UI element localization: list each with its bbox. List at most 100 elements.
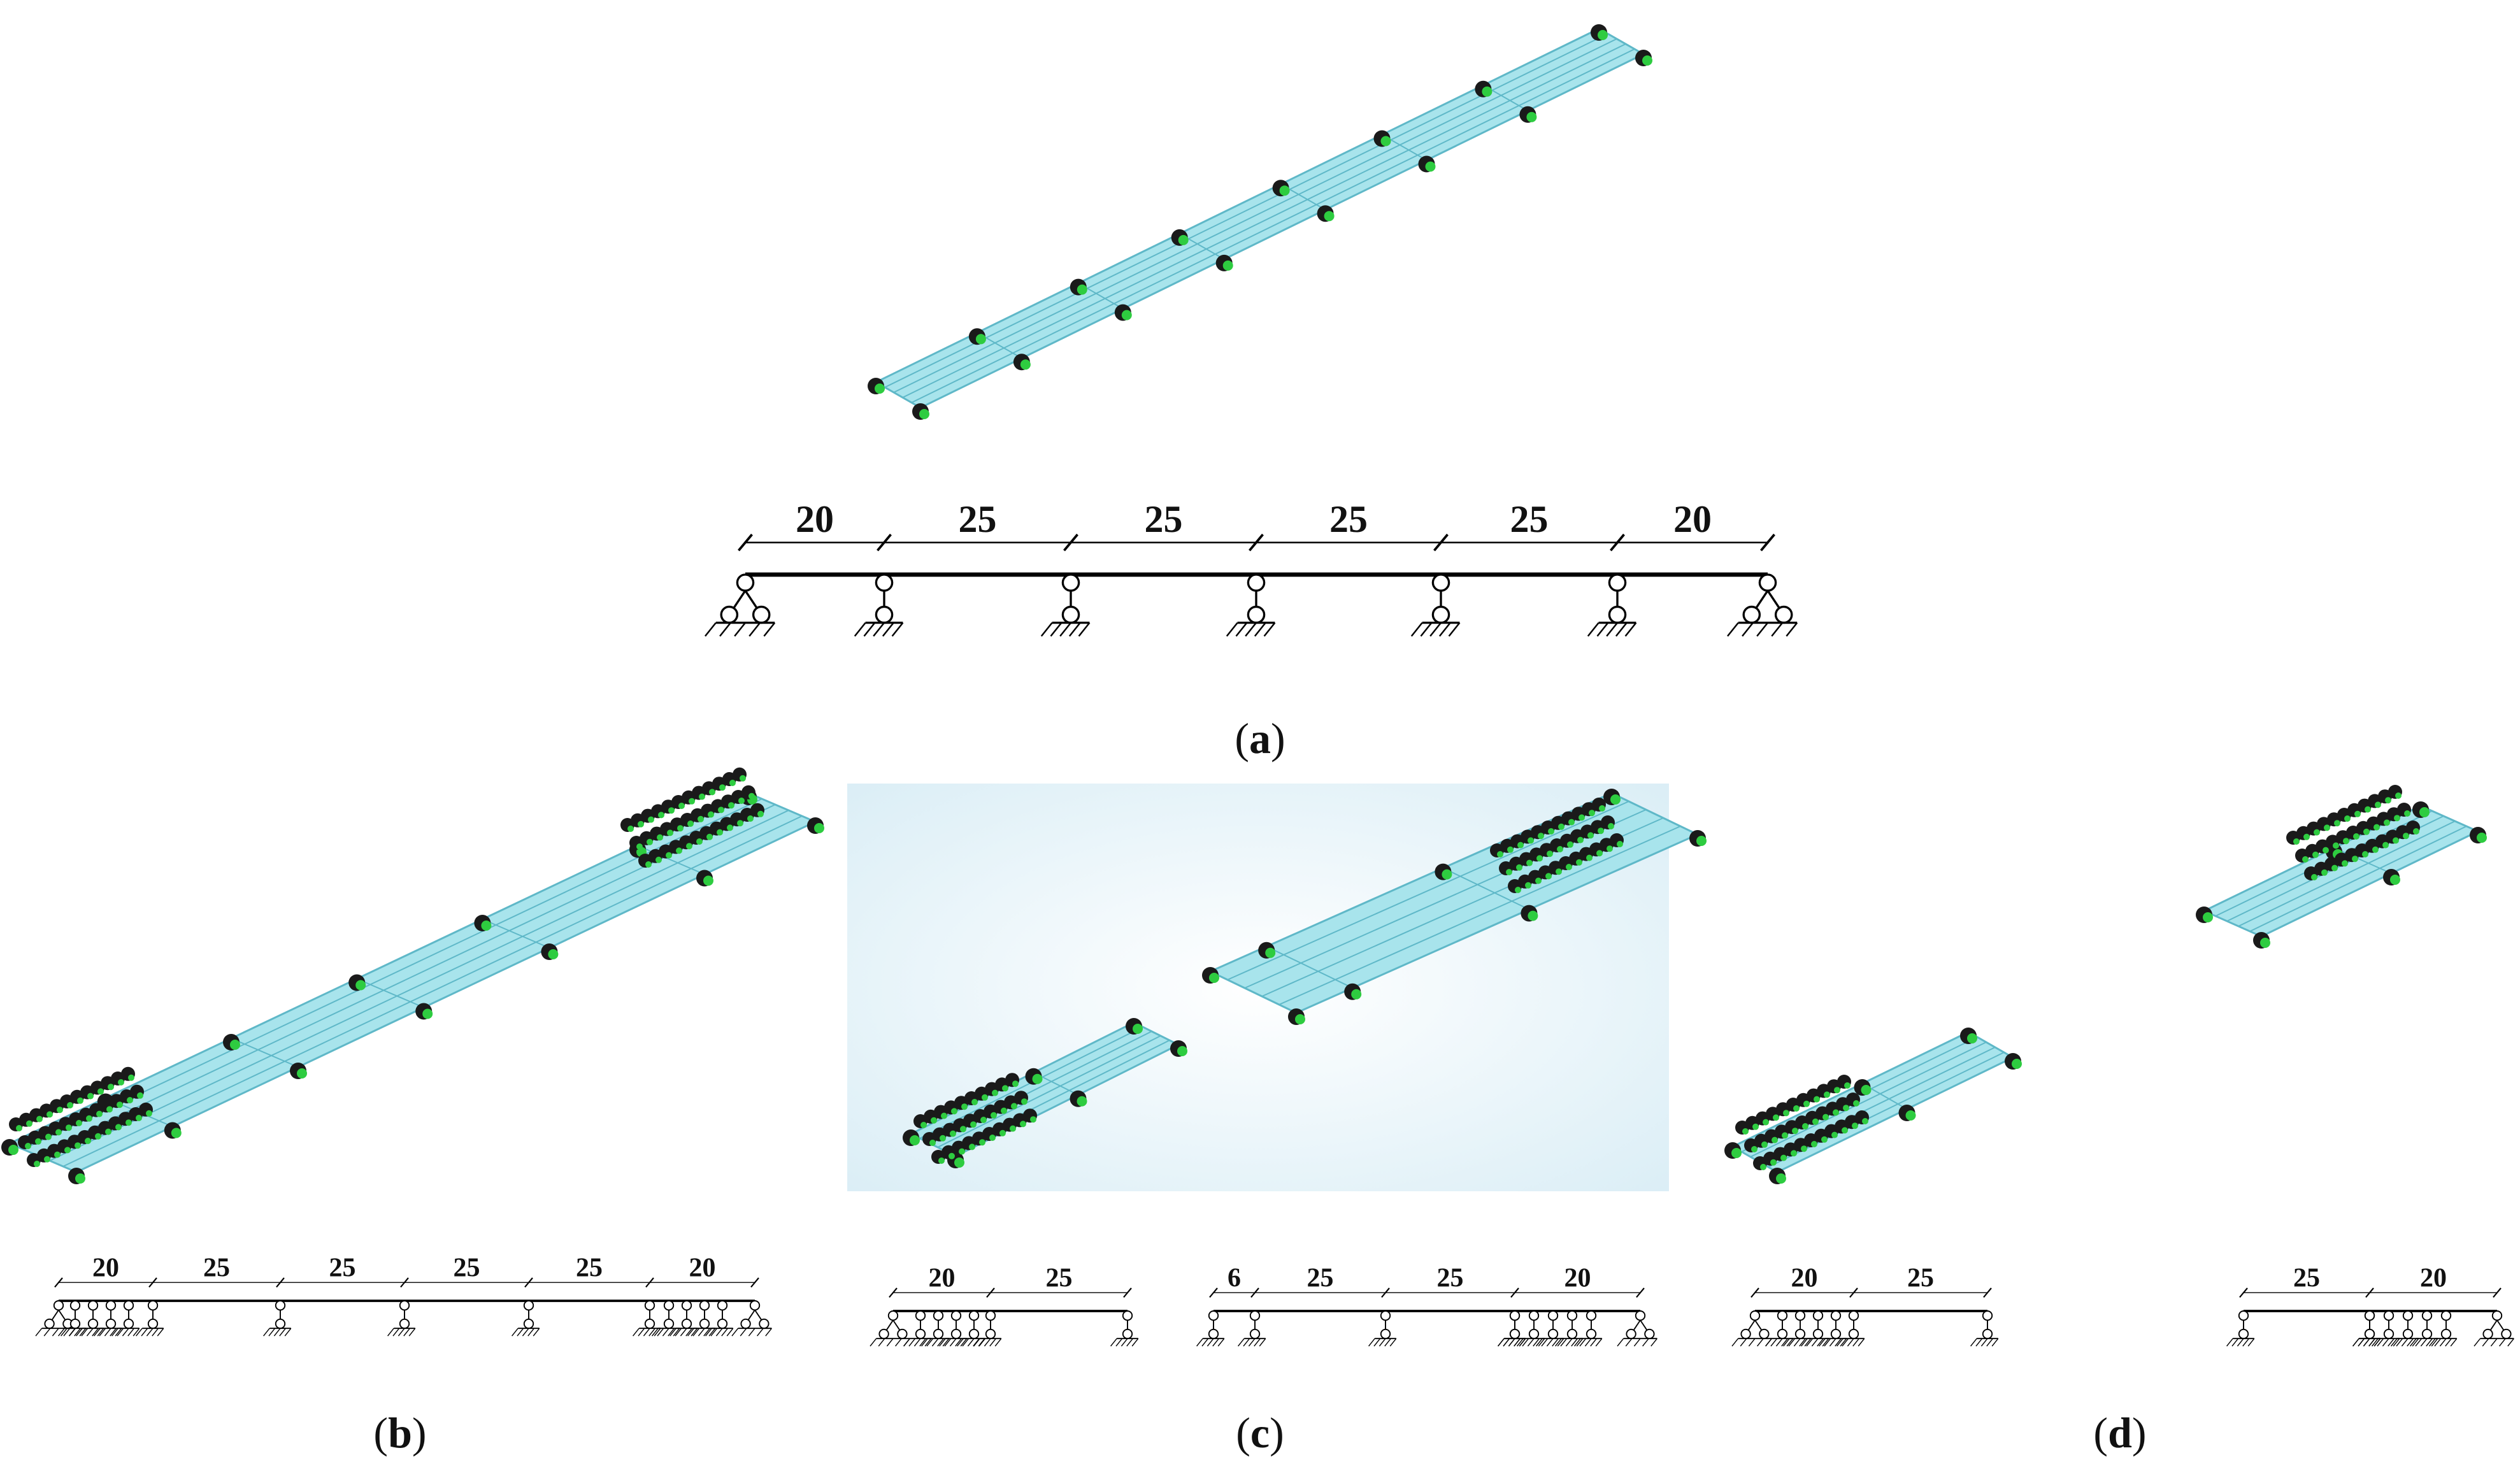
- ground-hatch: [63, 1328, 71, 1336]
- model-d-left-bearings-bearing-marker: [1763, 1119, 1769, 1126]
- model-d-left-bearings-bearing-marker: [1751, 1146, 1758, 1152]
- support-roller: [1774, 605, 1793, 624]
- model-d-right-bearings-bearing-marker: [2394, 815, 2400, 822]
- model-b-right-bearings-bearing-marker: [728, 802, 734, 809]
- dimension-tick: [1381, 1287, 1390, 1298]
- ground-hatch: [146, 1328, 154, 1336]
- model-d-right-bearings-bearing-marker: [2303, 833, 2310, 840]
- support-top-hinge: [887, 1310, 899, 1321]
- model-b-right-bearings-bearing-marker: [676, 847, 682, 854]
- diagram-c-right-roller-support: [1586, 1310, 1597, 1340]
- model-c-right-bearings-bearing-marker: [1608, 823, 1614, 829]
- ground-hatch: [387, 1328, 394, 1336]
- model-d-left-bearings-bearing-marker: [1833, 1109, 1839, 1116]
- model-d-left-bearings-bearing-marker: [1803, 1100, 1810, 1107]
- model-c-right-girder-line: [1227, 801, 1629, 980]
- diagram-c-right-roller-support: [1249, 1310, 1261, 1340]
- model-b-left-bearings-bearing-marker: [66, 1124, 72, 1131]
- diagram-a-roller-support: [875, 573, 894, 624]
- ground-hatch: [1536, 1338, 1543, 1347]
- ground-hatch: [1975, 1338, 1983, 1347]
- support-bottom-hinge: [1830, 1328, 1842, 1340]
- model-d-left-bearings-bearing-marker: [1831, 1131, 1838, 1138]
- support-bottom-hinge: [1547, 1328, 1559, 1340]
- model-d-right-bearings-bearing-marker: [2365, 806, 2371, 813]
- support-top-hinge: [1547, 1310, 1559, 1321]
- ground-hatch: [1842, 1338, 1849, 1347]
- ground-hatch: [1040, 622, 1053, 637]
- ground-hatch: [1731, 1338, 1739, 1347]
- support-top-hinge: [2491, 1310, 2503, 1321]
- model-d-left-bearings-bearing-marker: [1862, 1118, 1868, 1124]
- model-d-left-bearings-bearing-marker: [1842, 1127, 1848, 1134]
- ground-hatch: [715, 1328, 723, 1336]
- model-b-right-bearings-bearing-marker: [708, 811, 714, 818]
- support-bottom-hinge: [399, 1318, 410, 1329]
- ground-hatch: [76, 1328, 83, 1336]
- model-a-girder-line: [893, 38, 1617, 393]
- ground-hatch: [157, 1328, 164, 1336]
- model-d-left-bearings-bearing-marker: [1843, 1105, 1849, 1112]
- model-a-deck: [873, 27, 1646, 409]
- ground-hatch: [2401, 1338, 2409, 1347]
- ground-hatch: [1742, 622, 1754, 637]
- support-top-hinge: [1122, 1310, 1133, 1321]
- ground-hatch: [403, 1328, 410, 1336]
- ground-hatch: [685, 1328, 692, 1336]
- ground-hatch: [1840, 1338, 1847, 1347]
- model-c-right-bearing-marker: [1528, 910, 1538, 921]
- model-a: [868, 24, 1652, 420]
- ground-hatch: [2373, 1338, 2381, 1347]
- ground-hatch: [669, 1328, 677, 1336]
- support-top-hinge: [1380, 1310, 1391, 1321]
- model-c-left-bearings-bearing-marker: [999, 1129, 1006, 1136]
- diagram-a-roller-support: [1431, 573, 1450, 624]
- support-top-hinge: [915, 1310, 926, 1321]
- model-c-right-bearings-bearing-marker: [1515, 887, 1521, 893]
- ground-hatch: [1650, 1338, 1657, 1347]
- model-d-right-bearings-bearing-marker: [2344, 815, 2351, 822]
- ground-hatch: [2377, 1338, 2384, 1347]
- ground-hatch: [926, 1338, 934, 1347]
- ground-hatch: [1811, 1338, 1819, 1347]
- ground-hatch: [873, 622, 885, 637]
- caption-b: (b): [373, 1408, 426, 1457]
- ground-hatch: [284, 1328, 292, 1336]
- ground-hatch: [1503, 1338, 1510, 1347]
- diagram-b-roller-support: [699, 1300, 710, 1329]
- model-c-right: [1202, 789, 1707, 1025]
- ground-hatch: [657, 1328, 664, 1336]
- span-length-label: 25: [203, 1254, 230, 1283]
- support-bottom-hinge: [1794, 1328, 1806, 1340]
- dimension-tick: [1123, 1287, 1132, 1298]
- ground-hatch: [1756, 622, 1768, 637]
- support-top-hinge: [644, 1300, 655, 1311]
- ground-hatch: [921, 1338, 928, 1347]
- ground-hatch: [512, 1328, 519, 1336]
- ground-hatch: [765, 1328, 772, 1336]
- ground-hatch: [2242, 1338, 2249, 1347]
- model-c-left-bearings-bearing-marker: [980, 1117, 987, 1123]
- model-b-right-bearings-bearing-marker: [706, 833, 713, 840]
- diagram-c-left-roller-support: [933, 1310, 944, 1340]
- model-c-right-bearings-bearing-marker: [1535, 877, 1542, 884]
- model-d-right-bearings-bearing-marker: [2375, 801, 2381, 808]
- ground-hatch: [1389, 1338, 1397, 1347]
- model-c-left-bearings-bearing-marker: [961, 1103, 968, 1110]
- ground-hatch: [2226, 1338, 2233, 1347]
- ground-hatch: [1378, 1338, 1386, 1347]
- model-b-left-bearings-bearing-marker: [67, 1102, 73, 1108]
- model-c-right-girder-line: [1278, 826, 1681, 1005]
- diagram-b-roller-support: [523, 1300, 534, 1329]
- model-d-left-bearings-bearing-marker: [1752, 1123, 1759, 1130]
- model-b-right-bearings-bearing-marker: [677, 825, 684, 832]
- ground-hatch: [1624, 622, 1637, 637]
- dimension-tick: [1433, 533, 1449, 552]
- model-b-right-bearings-bearing-marker: [719, 784, 726, 791]
- model-b-left-bearings-bearing-marker: [76, 1120, 82, 1126]
- span-length-label: 6: [1228, 1264, 1241, 1293]
- ground-hatch: [886, 1338, 894, 1347]
- ground-hatch: [891, 622, 904, 637]
- span-length-label: 20: [796, 498, 834, 540]
